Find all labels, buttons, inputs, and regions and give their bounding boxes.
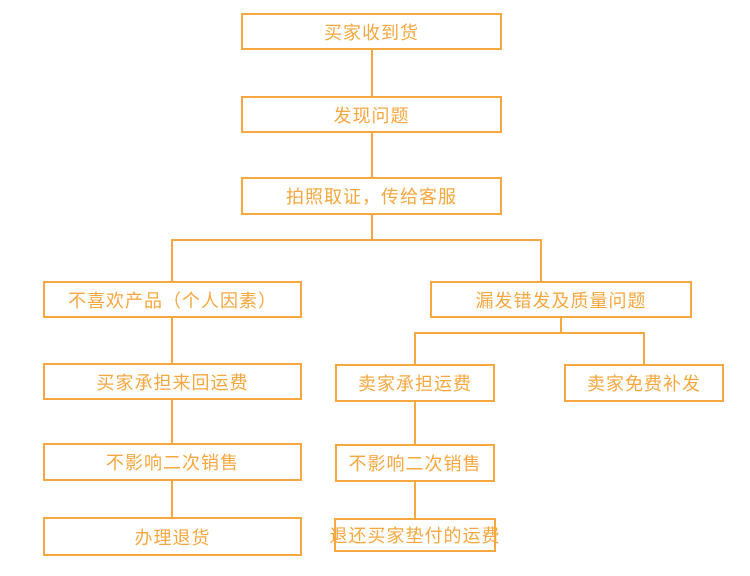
node-seller-bears-shipping: 卖家承担运费: [335, 364, 495, 402]
connector-problem-to-photo: [371, 133, 373, 177]
node-photo-evidence-to-support: 拍照取证，传给客服: [241, 177, 502, 215]
node-dislike-product-personal: 不喜欢产品（个人因素）: [43, 281, 302, 318]
connector-seller-pays-to-no-impact: [414, 402, 416, 444]
connector-buyer-pays-to-no-impact: [171, 400, 173, 443]
connector-photo-to-branch: [371, 215, 373, 241]
connector-branch-to-wrong-shipment: [540, 239, 542, 281]
connector-branch-to-free-reship: [643, 332, 645, 364]
node-wrong-missing-or-quality-issue: 漏发错发及质量问题: [430, 281, 692, 318]
connector-branch-to-seller-pays: [414, 332, 416, 364]
node-refund-buyer-advanced-shipping: 退还买家垫付的运费: [330, 518, 500, 552]
node-seller-free-reshipment: 卖家免费补发: [564, 364, 724, 402]
connector-no-impact-to-refund: [414, 482, 416, 518]
connector-branch-horizontal-top: [171, 239, 542, 241]
connector-no-impact-to-return: [171, 481, 173, 517]
connector-wrong-shipment-to-branch: [560, 318, 562, 334]
node-buyer-bears-round-trip-shipping: 买家承担来回运费: [43, 363, 302, 400]
connector-dislike-to-buyer-pays: [171, 318, 173, 363]
node-no-impact-resale-middle: 不影响二次销售: [335, 444, 495, 482]
connector-branch-to-dislike: [171, 239, 173, 281]
node-process-return: 办理退货: [43, 517, 302, 556]
node-buyer-received-goods: 买家收到货: [241, 13, 502, 50]
connector-branch-horizontal-bottom: [414, 332, 645, 334]
node-no-impact-resale-left: 不影响二次销售: [43, 443, 302, 481]
connector-receive-to-problem: [371, 50, 373, 96]
node-problem-found: 发现问题: [241, 96, 502, 133]
